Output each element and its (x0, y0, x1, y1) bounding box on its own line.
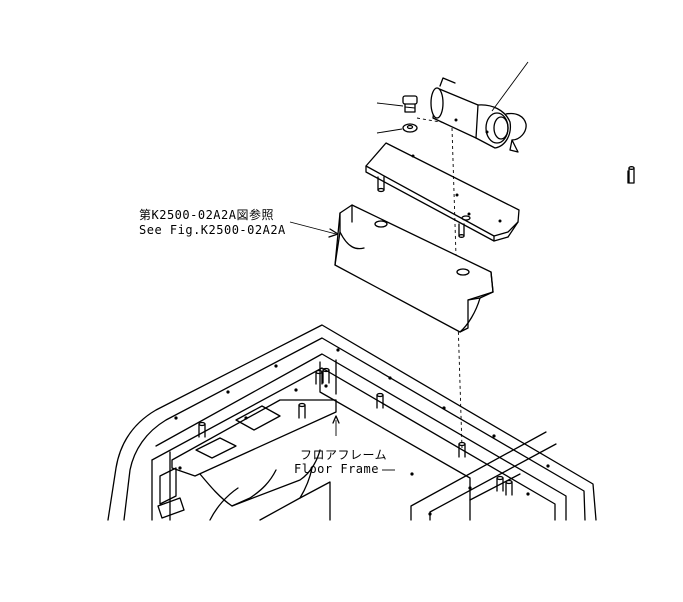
floor-frame-label-ja: フロアフレーム (300, 448, 388, 462)
cover-panel (334, 204, 494, 333)
motor-assembly (430, 77, 527, 153)
mounting-bracket-plate (365, 142, 635, 242)
reference-label-en: See Fig.K2500-02A2A (139, 223, 286, 237)
bolt-leader-line (376, 102, 404, 107)
bolt (402, 95, 418, 113)
assembly-axis-line (451, 127, 463, 449)
cover-leader-arrow (328, 228, 339, 238)
floor-frame-label-en: Floor Frame (294, 462, 379, 476)
washer-leader-line (376, 128, 403, 134)
washer (402, 123, 418, 133)
floor-frame (107, 324, 597, 521)
motor-leader-line (491, 61, 529, 112)
cover-leader-line (289, 221, 337, 235)
reference-label-ja: 第K2500-02A2A図参照 (139, 208, 274, 222)
